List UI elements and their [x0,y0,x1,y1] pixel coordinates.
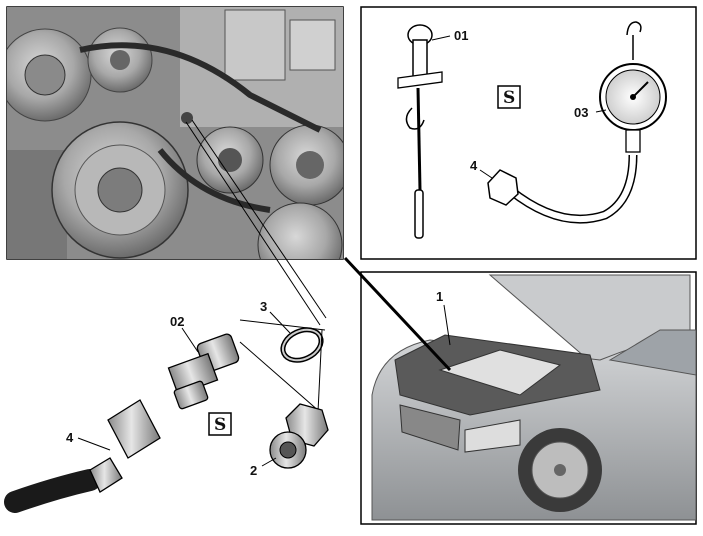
adapter-fitting [167,327,240,410]
special-tool-symbol-top: S [497,85,521,109]
drive-belt-lower [157,148,271,213]
tools-panel-frame [360,6,697,260]
test-port-leader [185,121,321,326]
special-tools-panel: 01 S 03 4 [360,6,697,260]
callout-02: 02 [170,314,184,329]
engine-detail-panel [6,6,344,260]
screw-plug [261,403,329,469]
hose-union-nut-bottom [107,399,161,459]
callout-2: 2 [250,463,257,478]
detail-pointer-line [343,256,452,372]
pressure-gauge [595,21,667,153]
callout-01: 01 [454,28,468,43]
callout-4-top: 4 [470,158,478,173]
vehicle-panel: 1 [360,271,697,525]
special-tool-symbol-bottom: S [208,412,232,436]
car-illustration [371,274,696,521]
pressure-hose [479,154,638,224]
callout-4-bottom: 4 [66,430,74,445]
test-hose [4,399,161,513]
callout-3: 3 [260,299,267,314]
drive-belt-upper [79,42,322,133]
callout-1: 1 [436,289,443,304]
callout-03: 03 [574,105,588,120]
special-tool-mark-top: S [503,88,515,108]
special-tool-mark-bottom: S [214,415,226,435]
oil-dipstick-tool [397,24,451,239]
hose-rubber [4,469,101,513]
test-port [181,112,193,124]
engine-cover [438,349,562,396]
headlight [464,419,521,453]
front-grille [399,404,461,451]
exploded-parts: 02 3 2 S 4 [4,299,329,513]
hose-union-nut [487,169,519,206]
